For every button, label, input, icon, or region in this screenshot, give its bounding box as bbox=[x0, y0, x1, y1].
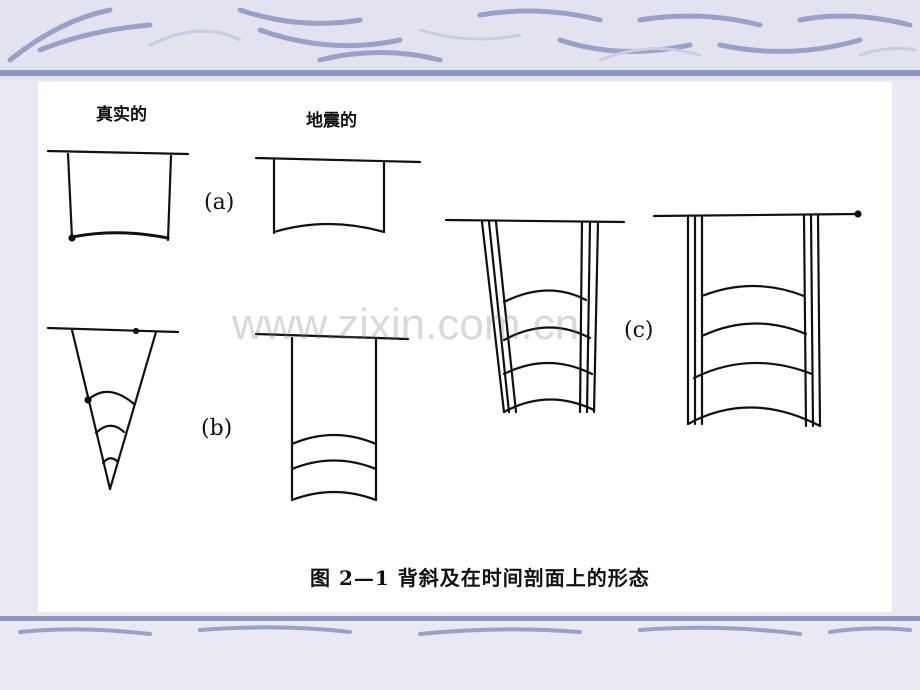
decorative-bottom-band bbox=[0, 612, 920, 690]
figure-drawing bbox=[46, 149, 862, 502]
tag-a: (a) bbox=[204, 190, 235, 215]
diagram-b-seismic bbox=[254, 332, 410, 502]
anticline-figure: 真实的 地震的 (a) (b) (c) 图 2—1 背斜及在时间剖面上的形态 bbox=[38, 82, 892, 612]
decorative-top-band bbox=[0, 0, 920, 80]
diagram-c-left bbox=[444, 218, 626, 414]
column-label-seismic: 地震的 bbox=[306, 111, 357, 131]
tag-c: (c) bbox=[624, 318, 654, 343]
diagram-c-right bbox=[652, 210, 862, 428]
watermark: www.zixin.com.cn bbox=[232, 300, 580, 349]
tag-b: (b) bbox=[201, 416, 233, 441]
diagram-b-real bbox=[46, 326, 180, 491]
figure-caption: 图 2—1 背斜及在时间剖面上的形态 bbox=[310, 566, 650, 590]
diagram-a-seismic bbox=[254, 156, 422, 235]
column-label-real: 真实的 bbox=[96, 105, 147, 125]
diagram-a-real bbox=[46, 149, 190, 242]
